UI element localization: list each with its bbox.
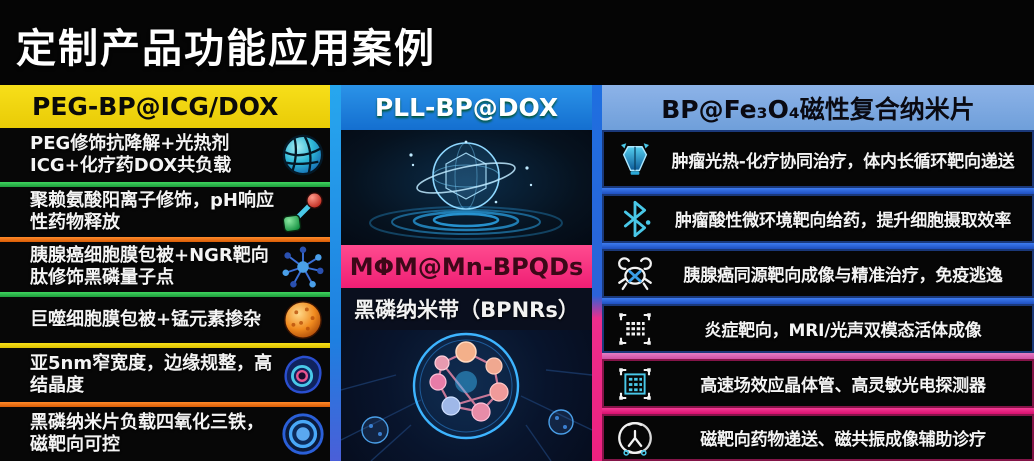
left-item-text: PEG修饰抗降解+光热剂ICG+化疗药DOX共负载 bbox=[30, 132, 232, 177]
right-item-text: 肿瘤酸性微环境靶向给药，提升细胞摄取效率 bbox=[675, 211, 1011, 231]
page-title: 定制产品功能应用案例 bbox=[16, 26, 436, 72]
quantum-dot-network-icon bbox=[280, 244, 326, 290]
right-item-text: 高速场效应晶体管、高灵敏光电探测器 bbox=[700, 376, 986, 396]
left-item-1: PEG修饰抗降解+光热剂ICG+化疗药DOX共负载 bbox=[0, 128, 330, 182]
segmented-nanosphere-icon bbox=[280, 132, 326, 178]
divider-pink bbox=[602, 408, 1034, 414]
right-item-1: 肿瘤光热-化疗协同治疗，体内长循环靶向递送 bbox=[602, 130, 1034, 188]
drug-delivery-network-icon bbox=[614, 198, 656, 240]
cancer-crab-icon bbox=[614, 253, 656, 295]
right-item-text: 磁靶向药物递送、磁共振成像辅助诊疗 bbox=[700, 430, 986, 450]
left-item-5: 亚5nm窄宽度，边缘规整，高结晶度 bbox=[0, 348, 330, 402]
mri-grid-icon bbox=[614, 308, 656, 350]
left-item-text: 胰腺癌细胞膜包被+NGR靶向肽修饰黑磷量子点 bbox=[30, 244, 269, 289]
iron-oxide-disc-icon bbox=[280, 411, 326, 457]
right-panel-header: BP@Fe₃O₄磁性复合纳米片 bbox=[602, 85, 1034, 130]
divider-orange bbox=[0, 237, 330, 242]
left-item-text: 黑磷纳米片负载四氧化三铁，磁靶向可控 bbox=[30, 411, 264, 456]
right-item-4: 炎症靶向，MRI/光声双模态活体成像 bbox=[602, 304, 1034, 353]
left-item-2: 聚赖氨酸阳离子修饰，pH响应性药物释放 bbox=[0, 187, 330, 237]
left-item-3: 胰腺癌细胞膜包被+NGR靶向肽修饰黑磷量子点 bbox=[0, 242, 330, 292]
divider-blue bbox=[602, 188, 1034, 194]
right-item-text: 炎症靶向，MRI/光声双模态活体成像 bbox=[704, 321, 982, 341]
left-item-text: 亚5nm窄宽度，边缘规整，高结晶度 bbox=[30, 352, 273, 397]
column-separator-bar-right bbox=[592, 85, 602, 461]
ph-molecule-icon bbox=[280, 189, 326, 235]
nanoribbon-vortex-icon bbox=[280, 352, 326, 398]
middle-panel: PLL-BP@DOX bbox=[341, 85, 592, 461]
right-item-3: 胰腺癌同源靶向成像与精准治疗，免疫逃逸 bbox=[602, 249, 1034, 298]
right-item-6: 磁靶向药物递送、磁共振成像辅助诊疗 bbox=[602, 414, 1034, 461]
middle-panel-header-top: PLL-BP@DOX bbox=[341, 85, 592, 130]
transistor-chip-icon bbox=[614, 363, 656, 405]
molecule-ring-image bbox=[341, 330, 592, 461]
divider-green bbox=[0, 182, 330, 187]
divider-green bbox=[0, 292, 330, 297]
right-panel: BP@Fe₃O₄磁性复合纳米片 肿瘤光热-化疗协同治疗，体内长循环靶向递送 bbox=[602, 85, 1034, 461]
middle-panel-caption: 黑磷纳米带（BPNRs） bbox=[341, 288, 592, 330]
divider-pink bbox=[602, 353, 1034, 359]
divider-blue bbox=[602, 243, 1034, 249]
right-item-text: 胰腺癌同源靶向成像与精准治疗，免疫逃逸 bbox=[683, 266, 1003, 286]
left-panel: PEG-BP@ICG/DOX PEG修饰抗降解+光热剂ICG+化疗药DOX共负载… bbox=[0, 85, 330, 461]
column-separator-bar-left bbox=[330, 85, 341, 461]
left-panel-header: PEG-BP@ICG/DOX bbox=[0, 85, 330, 128]
divider-blue bbox=[602, 298, 1034, 304]
left-item-text: 聚赖氨酸阳离子修饰，pH响应性药物释放 bbox=[30, 189, 274, 234]
magnet-circle-icon bbox=[614, 417, 656, 459]
left-item-6: 黑磷纳米片负载四氧化三铁，磁靶向可控 bbox=[0, 407, 330, 461]
hologram-sphere-image bbox=[341, 130, 592, 245]
columns-container: PEG-BP@ICG/DOX PEG修饰抗降解+光热剂ICG+化疗药DOX共负载… bbox=[0, 85, 1034, 461]
divider-orange bbox=[0, 402, 330, 407]
middle-panel-header-bottom: MΦM@Mn-BPQDs bbox=[341, 245, 592, 288]
right-item-text: 肿瘤光热-化疗协同治疗，体内长循环靶向递送 bbox=[671, 151, 1015, 172]
manganese-sphere-icon bbox=[280, 297, 326, 343]
right-item-2: 肿瘤酸性微环境靶向给药，提升细胞摄取效率 bbox=[602, 194, 1034, 243]
left-item-text: 巨噬细胞膜包被+锰元素掺杂 bbox=[30, 308, 262, 330]
right-item-5: 高速场效应晶体管、高灵敏光电探测器 bbox=[602, 359, 1034, 408]
tumor-therapy-icon bbox=[614, 138, 656, 180]
divider-yellow bbox=[0, 343, 330, 348]
left-item-4: 巨噬细胞膜包被+锰元素掺杂 bbox=[0, 297, 330, 343]
